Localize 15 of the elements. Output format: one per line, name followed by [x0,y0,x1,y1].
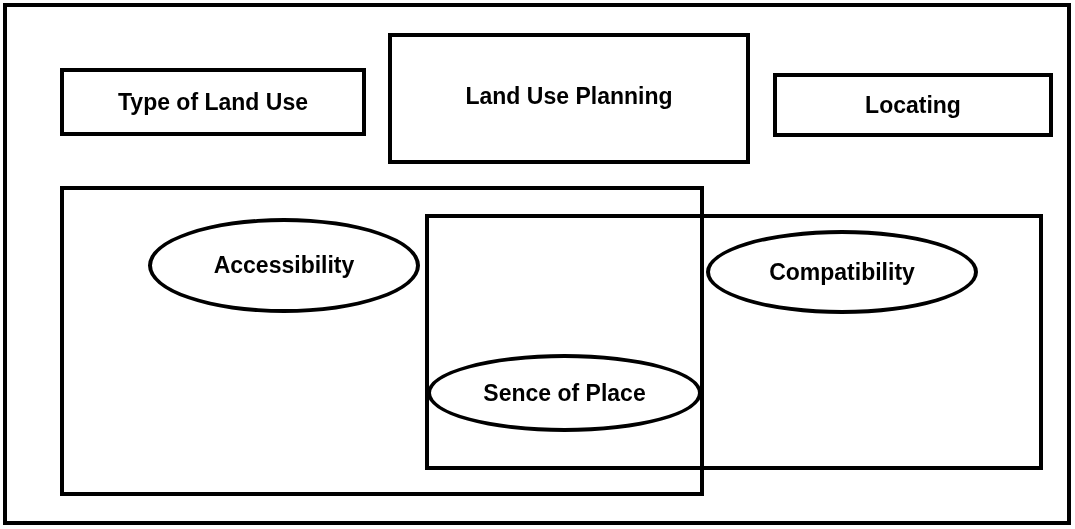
node-text: Accessibility [213,252,355,279]
node-text: Compatibility [769,258,915,286]
region-box [425,214,1043,470]
ellipse-node [148,218,420,313]
ellipse-node [706,230,978,314]
region-box [60,186,704,496]
label-box [388,33,750,164]
label-box [60,68,366,136]
node-text: Land Use Planning [465,83,673,110]
node-text: Sence of Place [483,379,646,407]
frame-border [3,3,1071,525]
ellipse-node [427,354,702,432]
node-text: Locating [865,91,961,119]
label-box [773,73,1053,137]
node-text: Type of Land Use [118,88,308,116]
